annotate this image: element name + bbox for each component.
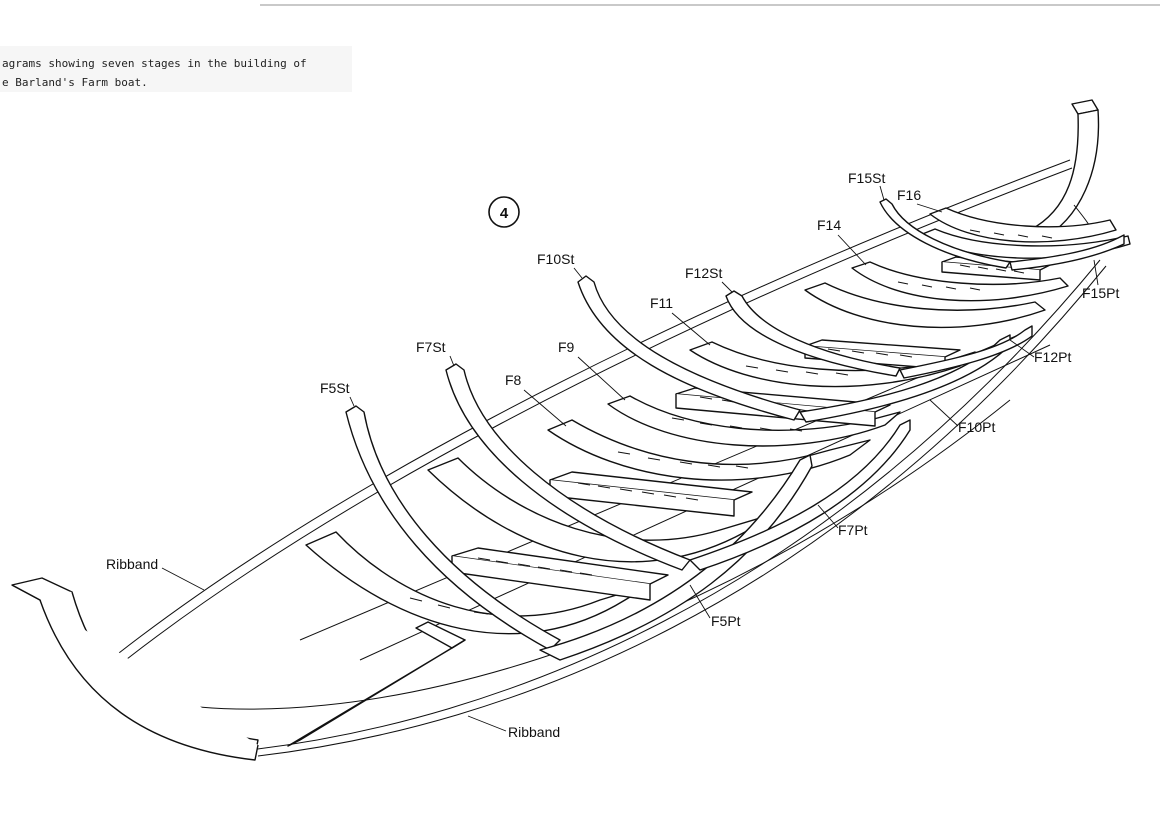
stem-post [1029,99,1100,241]
floor-slots-f11 [745,365,849,376]
side-frame-f10st [577,275,801,421]
stern-post [11,577,259,761]
figure-caption: agrams showing seven stages in the build… [0,46,352,92]
side-frame-f15pt [1009,234,1125,271]
label-f10pt: F10Pt [958,419,995,435]
side-frame-f12pt [899,325,1033,379]
caption-line-1: agrams showing seven stages in the build… [2,57,307,70]
side-frame-f5pt [539,454,813,661]
side-frame-f5st [345,405,561,651]
floor-timber-f16 [929,207,1117,243]
side-frame-f7pt [689,419,911,571]
label-f5st: F5St [320,380,350,396]
label-ribband-upper: Ribband [106,556,158,572]
label-f16: F16 [897,187,921,203]
frame-labels: F5St F7St F8 F9 F10St F11 F12St F14 F15S… [106,170,1119,740]
floor-slots-f8 [617,451,749,469]
side-frame-f12st [725,290,901,377]
floor-timber-f9 [607,395,901,447]
label-f15pt: F15Pt [1082,285,1119,301]
label-ribband-lower: Ribband [508,724,560,740]
floor-timber-f15 [919,228,1131,259]
keel-plank [287,621,466,747]
stage-number: 4 [500,205,509,222]
label-f7pt: F7Pt [838,522,868,538]
label-f14: F14 [817,217,841,233]
stage-number-marker: 4 [488,196,520,228]
label-f9: F9 [558,339,575,355]
floor-slots-f9 [671,417,803,432]
label-f11: F11 [650,295,673,311]
top-rule [260,4,1160,6]
floor-timber-f14 [851,261,1069,302]
floor-slots-f16 [969,229,1053,239]
label-f8: F8 [505,372,522,388]
floor-timber-f13 [804,282,1046,329]
label-f7st: F7St [416,339,446,355]
label-f12pt: F12Pt [1034,349,1071,365]
label-f12st: F12St [685,265,722,281]
floor-timber-f8 [547,419,871,481]
label-f10st: F10St [537,251,574,267]
caption-line-2: e Barland's Farm boat. [2,76,148,89]
label-f15st: F15St [848,170,885,186]
label-f5pt: F5Pt [711,613,741,629]
hull-outline [109,159,1107,757]
floor-slots-f14 [897,281,981,291]
